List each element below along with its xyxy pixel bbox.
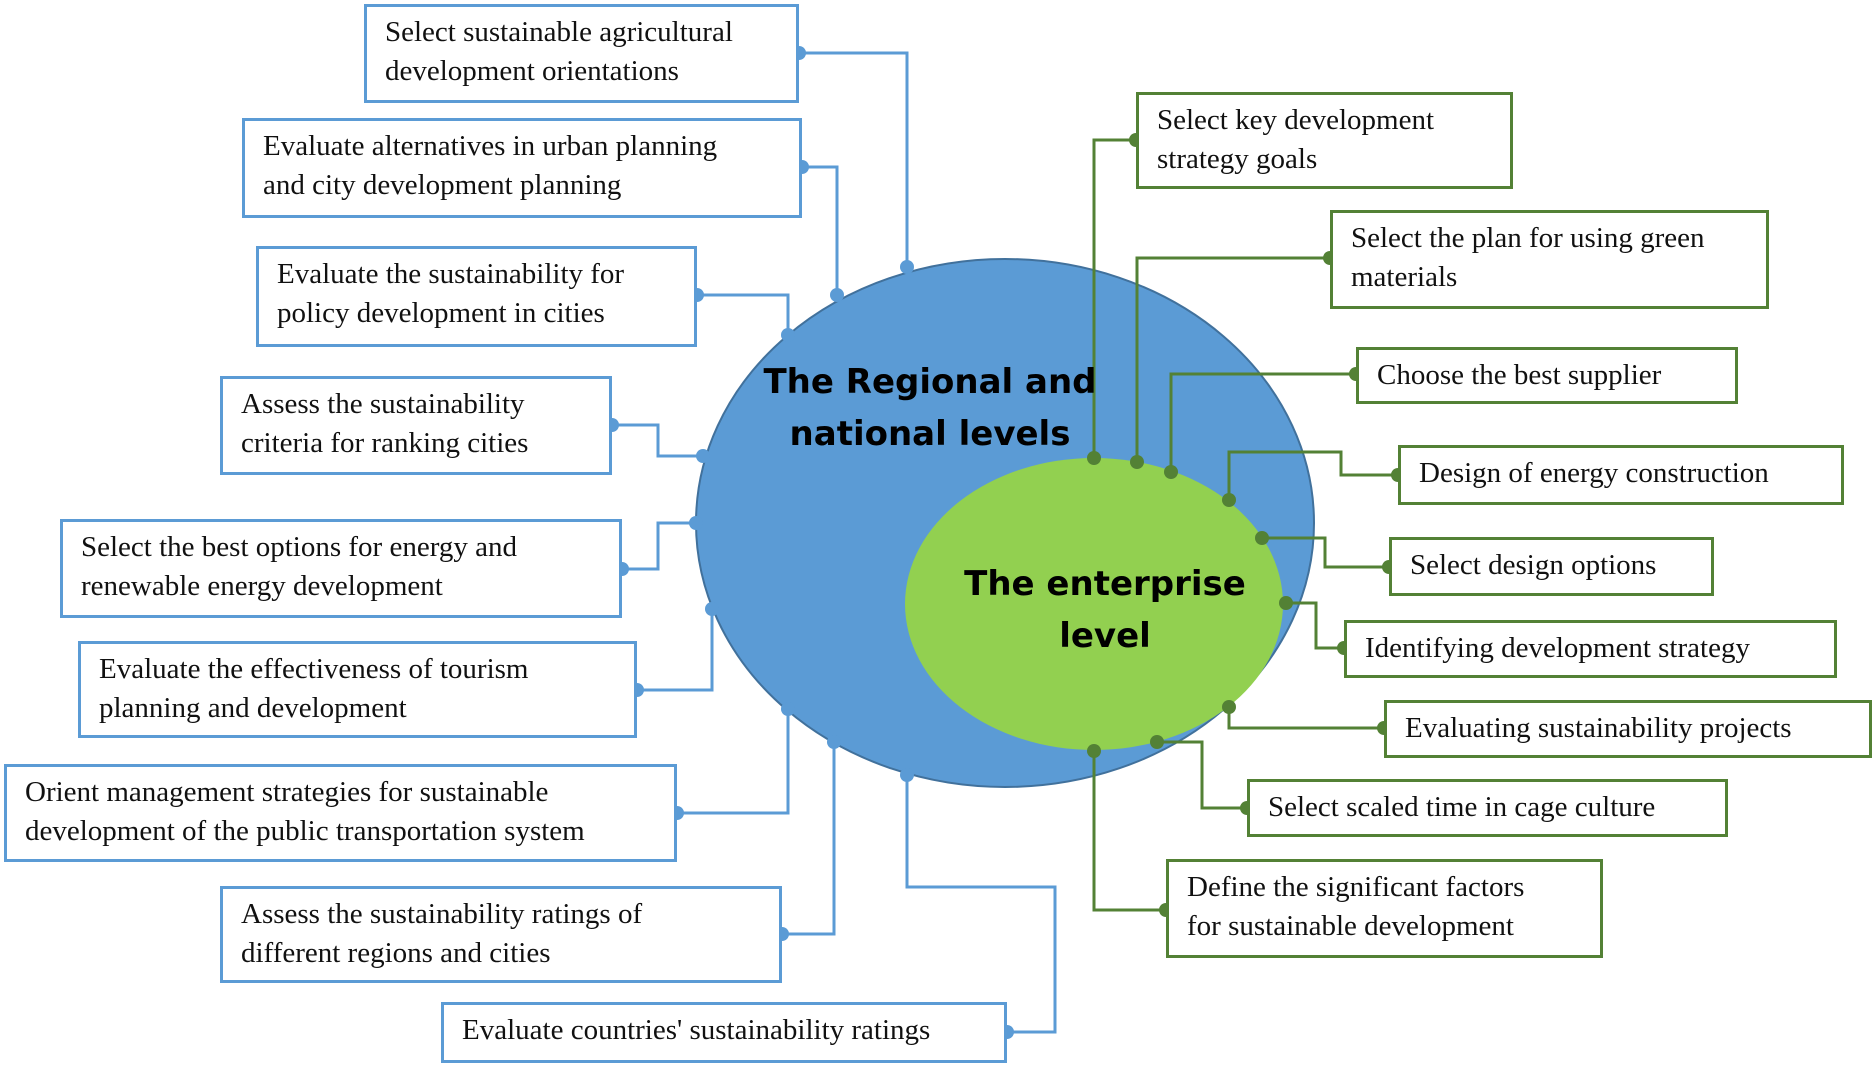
- enterprise-item-box: Design of energy construction: [1398, 445, 1844, 505]
- enterprise-item-box-text: Select key development: [1157, 104, 1435, 136]
- regional-item-box: Evaluate alternatives in urban planning a…: [242, 118, 802, 218]
- enterprise-item-connector: [1092, 138, 1136, 458]
- regional-item-connector: [697, 293, 790, 335]
- regional-item-circle-dot: [689, 516, 703, 530]
- regional-item-box: Select sustainable agricultural developme…: [364, 4, 799, 103]
- regional-item-circle-dot: [705, 602, 719, 616]
- enterprise-item-box-text: Define the significant factors: [1187, 871, 1525, 903]
- enterprise-item-circle-dot: [1164, 465, 1178, 479]
- enterprise-item-connector: [1227, 707, 1384, 730]
- regional-item-box-text: planning and development: [99, 692, 407, 724]
- regional-item-connector: [905, 775, 1057, 1034]
- enterprise-item-box-text: for sustainable development: [1187, 910, 1514, 942]
- regional-item-box-text: criteria for ranking cities: [241, 427, 529, 459]
- enterprise-item-connector: [1227, 450, 1398, 500]
- enterprise-item-box-text: Evaluating sustainability projects: [1405, 712, 1792, 744]
- regional-item-circle-dot: [781, 702, 795, 716]
- regional-item-connector: [782, 742, 836, 936]
- enterprise-item-connector: [1135, 256, 1330, 462]
- enterprise-item-circle-dot: [1255, 531, 1269, 545]
- regional-item-connector: [637, 609, 714, 692]
- enterprise-item-box-text: materials: [1351, 261, 1458, 293]
- enterprise-item-circle-dot: [1222, 493, 1236, 507]
- regional-item-circle-dot: [696, 449, 710, 463]
- regional-item-box: Orient management strategies for sustain…: [4, 764, 677, 862]
- enterprise-item-box: Identifying development strategy: [1344, 620, 1837, 678]
- enterprise-label-line1: The enterprise: [964, 564, 1246, 604]
- enterprise-item-box: Select scaled time in cage culture: [1247, 779, 1728, 837]
- regional-label: The Regional and national levels: [760, 356, 1100, 460]
- enterprise-item-box-text: Identifying development strategy: [1365, 632, 1750, 664]
- enterprise-item-circle-dot: [1222, 700, 1236, 714]
- regional-item-box-text: Assess the sustainability: [241, 388, 525, 420]
- regional-item-connector: [612, 423, 703, 458]
- regional-item-box: Evaluate the effectiveness of tourism pla…: [78, 641, 637, 738]
- regional-item-box-text: policy development in cities: [277, 297, 605, 329]
- enterprise-item-circle-dot: [1087, 744, 1101, 758]
- regional-item-box-text: renewable energy development: [81, 570, 443, 602]
- enterprise-item-box: Select the plan for using green materials: [1330, 210, 1769, 309]
- regional-item-box-text: Orient management strategies for sustain…: [25, 776, 549, 808]
- regional-item-box-text: Evaluate the effectiveness of tourism: [99, 653, 529, 685]
- regional-item-connector: [622, 521, 696, 571]
- regional-item-box-text: and city development planning: [263, 169, 622, 201]
- regional-item-box-text: development of the public transportation…: [25, 815, 585, 847]
- enterprise-item-connector: [1262, 536, 1389, 569]
- enterprise-item-connector: [1286, 601, 1344, 650]
- enterprise-item-box: Evaluating sustainability projects: [1384, 700, 1872, 758]
- regional-item-box: Assess the sustainability ratings of diff…: [220, 886, 782, 983]
- regional-item-connector: [799, 51, 909, 267]
- regional-item-connector: [677, 709, 790, 815]
- enterprise-item-box-text: Select scaled time in cage culture: [1268, 791, 1656, 823]
- regional-item-box: Evaluate countries' sustainability ratin…: [441, 1002, 1007, 1063]
- regional-item-box: Evaluate the sustainability for policy de…: [256, 246, 697, 347]
- enterprise-item-box-text: Select the plan for using green: [1351, 222, 1705, 254]
- enterprise-circle: [905, 458, 1283, 750]
- regional-item-circle-dot: [830, 288, 844, 302]
- enterprise-item-box: Select key development strategy goals: [1136, 92, 1513, 189]
- enterprise-label-line2: level: [1059, 616, 1151, 656]
- enterprise-item-circle-dot: [1150, 735, 1164, 749]
- regional-item-circle-dot: [781, 328, 795, 342]
- enterprise-item-box-text: Design of energy construction: [1419, 457, 1769, 489]
- enterprise-item-circle-dot: [1087, 451, 1101, 465]
- enterprise-item-box-text: Choose the best supplier: [1377, 359, 1662, 391]
- regional-item-box-text: Select the best options for energy and: [81, 531, 517, 563]
- regional-item-box-text: different regions and cities: [241, 937, 551, 969]
- enterprise-item-connector: [1169, 372, 1356, 472]
- regional-label-line1: The Regional and: [763, 362, 1097, 402]
- regional-item-circle-dot: [827, 735, 841, 749]
- regional-item-box-text: Select sustainable agricultural: [385, 16, 733, 48]
- regional-item-circle-dot: [900, 768, 914, 782]
- regional-item-box-text: Assess the sustainability ratings of: [241, 898, 643, 930]
- enterprise-label: The enterprise level: [940, 558, 1270, 662]
- enterprise-item-connector: [1092, 751, 1166, 912]
- enterprise-item-circle-dot: [1279, 596, 1293, 610]
- enterprise-item-box: Choose the best supplier: [1356, 347, 1738, 404]
- regional-item-circle-dot: [900, 260, 914, 274]
- regional-item-box-text: Evaluate the sustainability for: [277, 258, 625, 290]
- enterprise-item-circle-dot: [1130, 455, 1144, 469]
- regional-item-box: Assess the sustainability criteria for ra…: [220, 376, 612, 475]
- enterprise-item-box: Select design options: [1389, 537, 1714, 596]
- enterprise-item-box-text: strategy goals: [1157, 143, 1318, 175]
- regional-item-box: Select the best options for energy and re…: [60, 519, 622, 618]
- enterprise-item-box-text: Select design options: [1410, 549, 1657, 581]
- enterprise-item-connector: [1157, 740, 1247, 810]
- regional-item-box-text: Evaluate countries' sustainability ratin…: [462, 1014, 931, 1046]
- regional-item-box-text: Evaluate alternatives in urban planning: [263, 130, 718, 162]
- regional-item-connector: [802, 165, 839, 295]
- regional-item-box-text: development orientations: [385, 55, 679, 87]
- enterprise-item-box: Define the significant factors for sustai…: [1166, 859, 1603, 958]
- regional-label-line2: national levels: [789, 414, 1071, 454]
